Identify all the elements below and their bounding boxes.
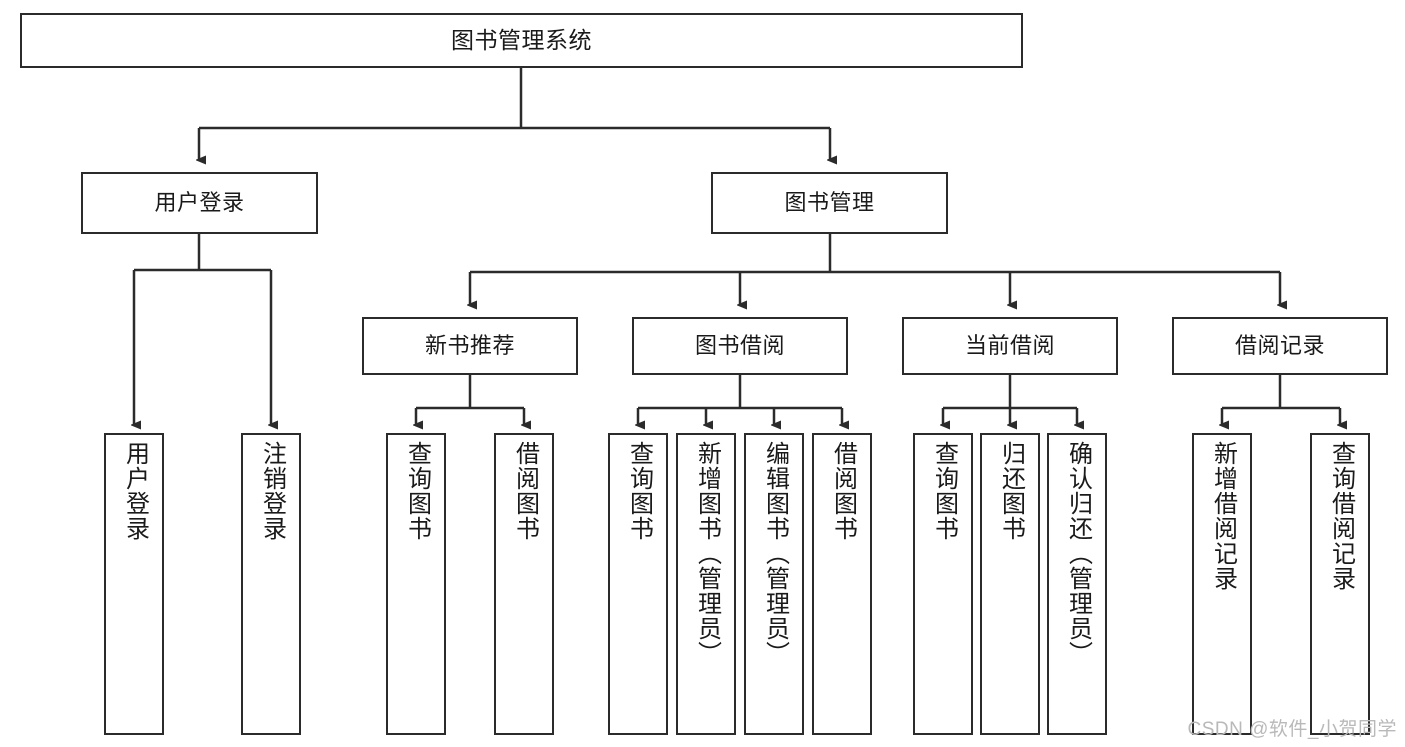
node-label: 查询借阅记录 — [1327, 441, 1355, 591]
node-leaf-borrow-borrow-book[interactable]: 借阅图书 — [812, 433, 872, 735]
node-label: 编辑图书（管理员） — [761, 441, 789, 666]
node-leaf-logout[interactable]: 注销登录 — [241, 433, 301, 735]
node-leaf-borrow-add-book-admin[interactable]: 新增图书（管理员） — [676, 433, 736, 735]
node-label: 图书管理系统 — [451, 27, 592, 54]
node-label: 借阅图书 — [511, 441, 539, 541]
node-root-book-management-system[interactable]: 图书管理系统 — [20, 13, 1023, 68]
node-leaf-user-login[interactable]: 用户登录 — [104, 433, 164, 735]
node-label: 归还图书 — [997, 441, 1025, 541]
node-label: 确认归还（管理员） — [1064, 441, 1092, 666]
node-label: 借阅图书 — [829, 441, 857, 541]
node-label: 图书借阅 — [694, 333, 785, 359]
node-book-borrow[interactable]: 图书借阅 — [632, 317, 848, 375]
node-label: 查询图书 — [625, 441, 653, 541]
node-current-borrow[interactable]: 当前借阅 — [902, 317, 1118, 375]
node-label: 用户登录 — [121, 441, 149, 541]
node-leaf-newbook-query-book[interactable]: 查询图书 — [386, 433, 446, 735]
node-book-management[interactable]: 图书管理 — [711, 172, 948, 234]
node-label: 图书管理 — [784, 190, 875, 216]
node-leaf-record-query-record[interactable]: 查询借阅记录 — [1310, 433, 1370, 735]
node-label: 新增借阅记录 — [1209, 441, 1237, 591]
node-label: 借阅记录 — [1234, 333, 1325, 359]
node-user-login[interactable]: 用户登录 — [81, 172, 318, 234]
node-leaf-borrow-query-book[interactable]: 查询图书 — [608, 433, 668, 735]
node-label: 用户登录 — [154, 190, 245, 216]
node-label: 注销登录 — [258, 441, 286, 541]
node-label: 查询图书 — [930, 441, 958, 541]
node-label: 查询图书 — [403, 441, 431, 541]
node-label: 新增图书（管理员） — [693, 441, 721, 666]
node-leaf-current-confirm-return-admin[interactable]: 确认归还（管理员） — [1047, 433, 1107, 735]
node-leaf-newbook-borrow-book[interactable]: 借阅图书 — [494, 433, 554, 735]
node-leaf-current-return-book[interactable]: 归还图书 — [980, 433, 1040, 735]
node-label: 新书推荐 — [424, 333, 515, 359]
node-label: 当前借阅 — [964, 333, 1055, 359]
node-leaf-current-query-book[interactable]: 查询图书 — [913, 433, 973, 735]
node-leaf-borrow-edit-book-admin[interactable]: 编辑图书（管理员） — [744, 433, 804, 735]
node-new-book-recommend[interactable]: 新书推荐 — [362, 317, 578, 375]
watermark-text: CSDN @软件_小贺同学 — [1187, 719, 1397, 740]
node-borrow-record[interactable]: 借阅记录 — [1172, 317, 1388, 375]
node-leaf-record-add-record[interactable]: 新增借阅记录 — [1192, 433, 1252, 735]
